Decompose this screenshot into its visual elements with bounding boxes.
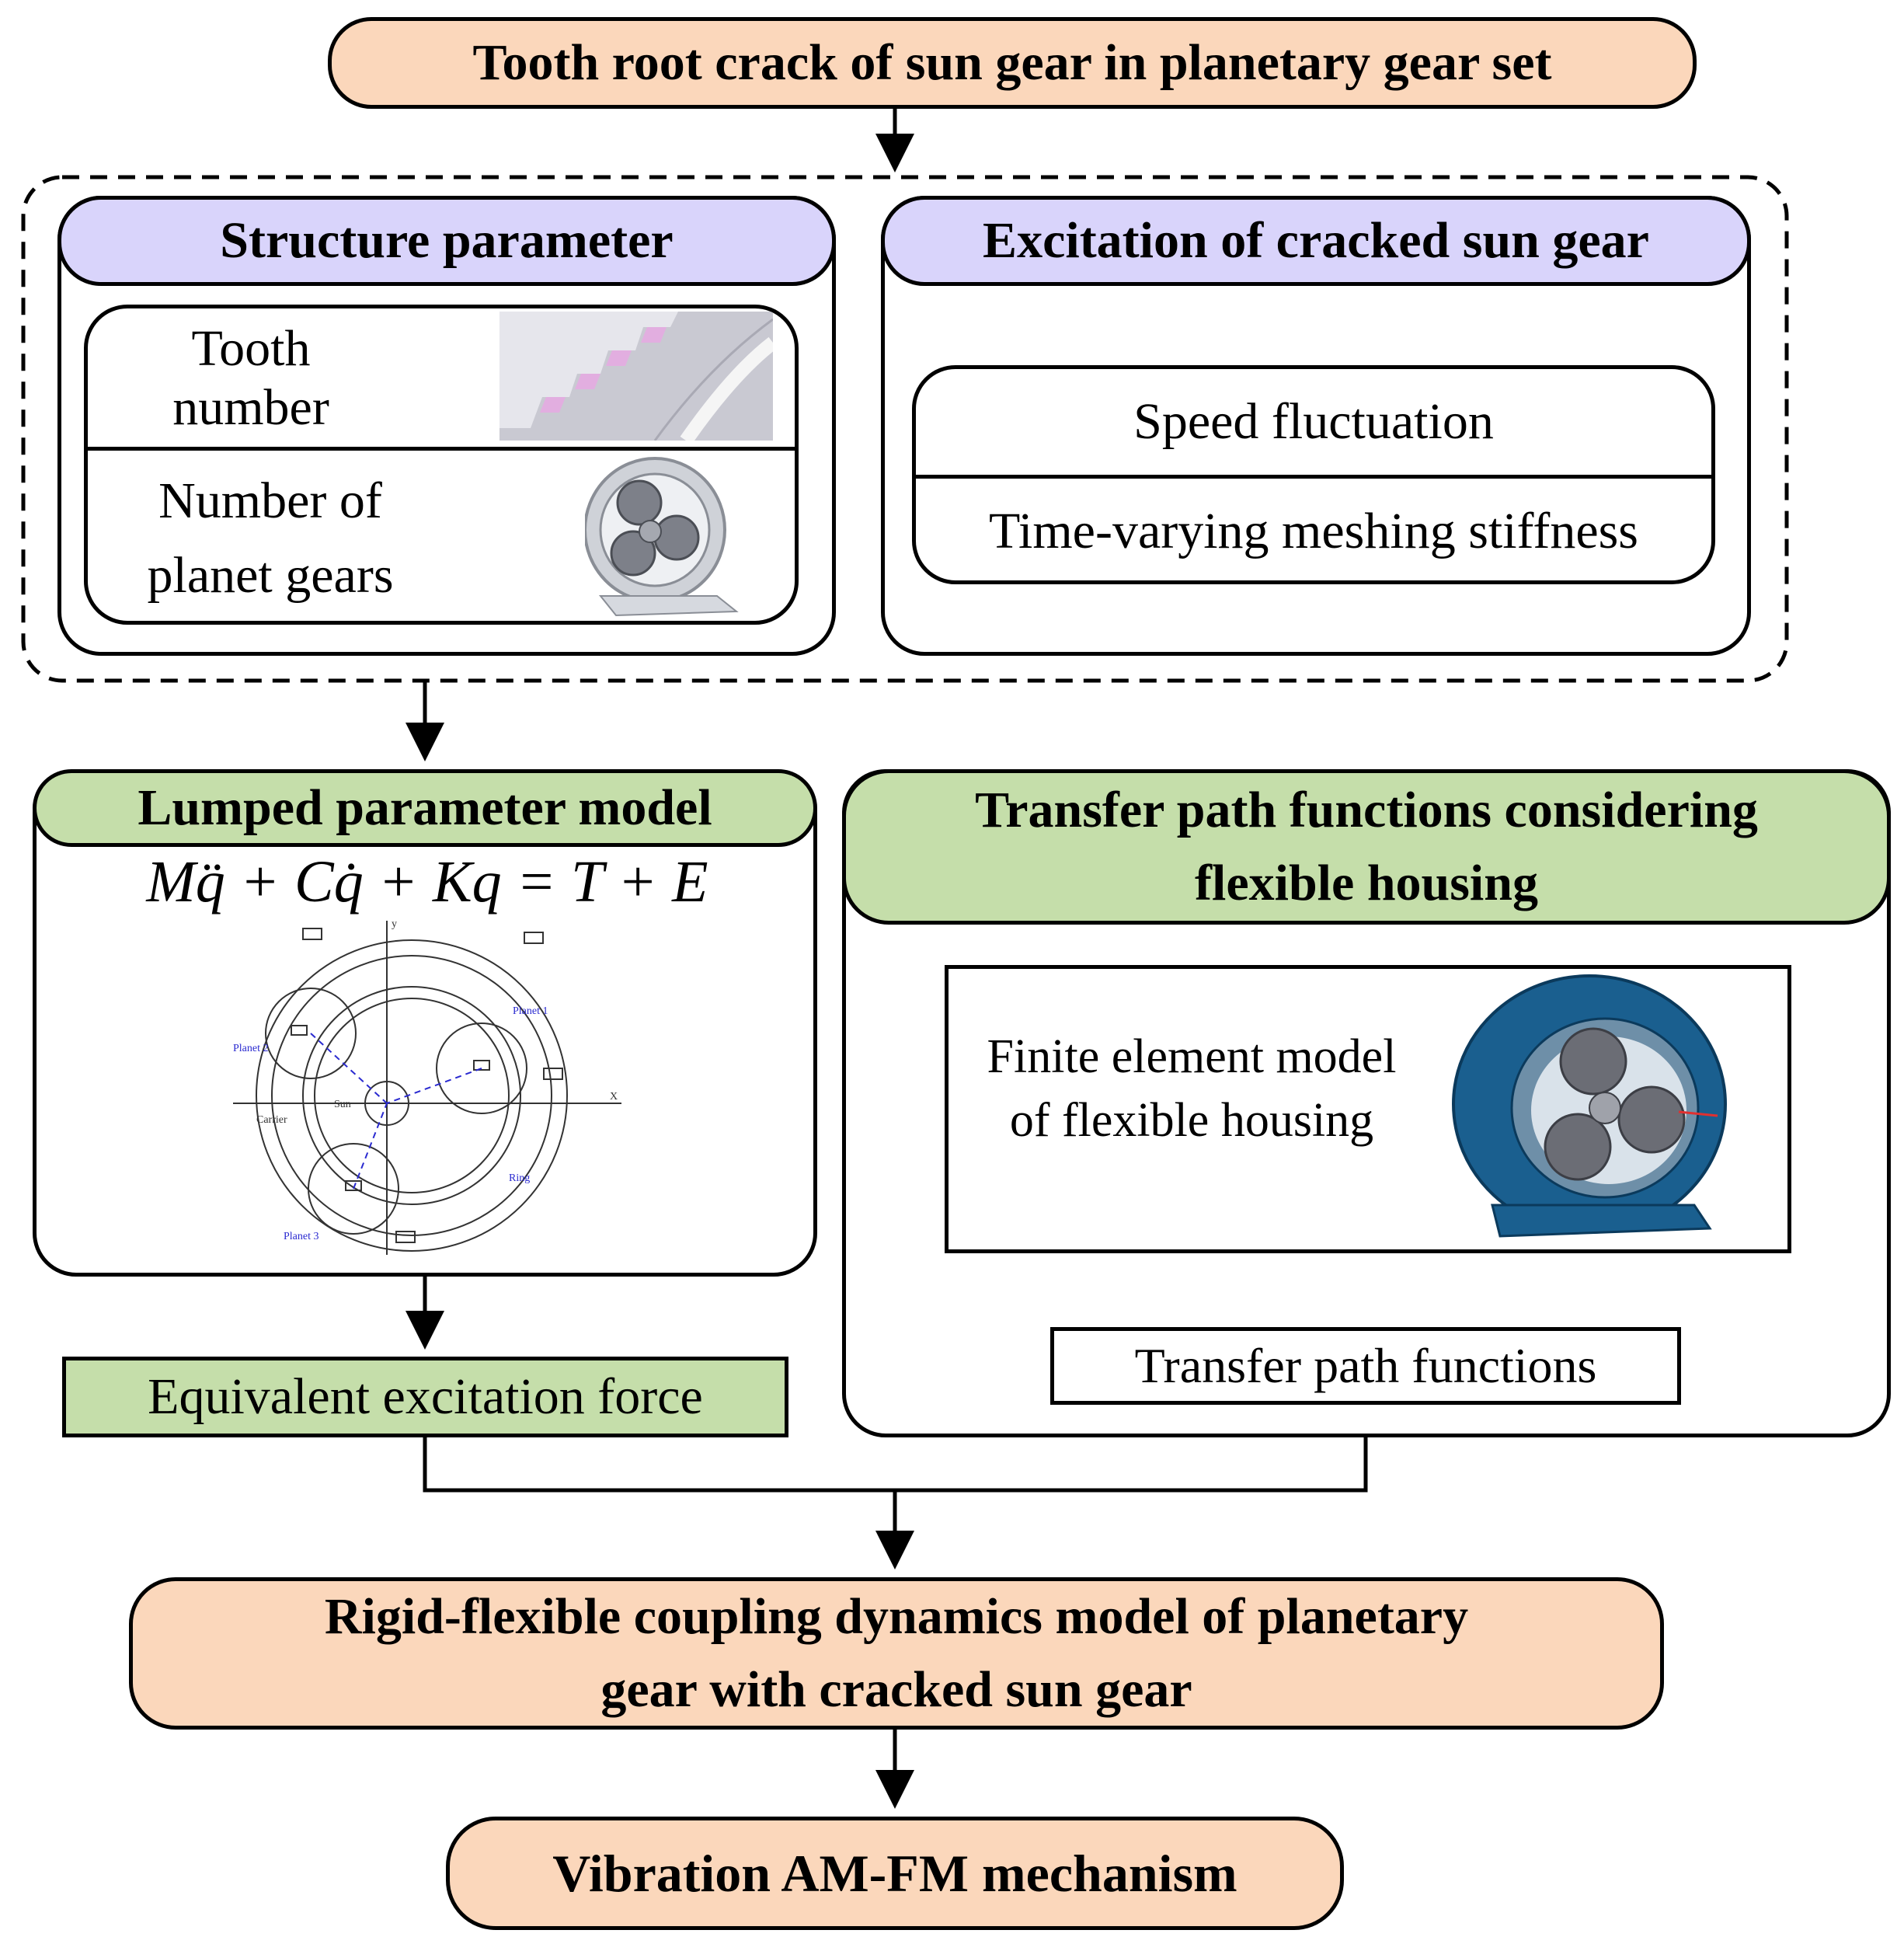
meshing-stiffness-text: Time-varying meshing stiffness [989,503,1638,559]
rigid-flexible-line2: gear with cracked sun gear [600,1661,1192,1718]
planetary-gearset-image [585,457,739,617]
rigid-flexible-line1: Rigid-flexible coupling dynamics model o… [324,1588,1469,1645]
structure-title: Structure parameter [57,196,836,286]
planet-gears-line2: planet gears [147,547,394,604]
tpf-text: Transfer path functions [1134,1338,1597,1393]
lumped-title: Lumped parameter model [33,769,817,847]
lumped-title-text: Lumped parameter model [137,779,712,836]
top-box: Tooth root crack of sun gear in planetar… [328,17,1697,109]
fe-box: Finite element model of flexible housing [945,965,1791,1253]
rigid-flexible-box: Rigid-flexible coupling dynamics model o… [129,1577,1664,1730]
ring-label: Ring [509,1172,530,1184]
y-axis-label: y [392,918,397,930]
dashed-group-border [21,175,1789,683]
top-box-text: Tooth root crack of sun gear in planetar… [472,34,1552,91]
vibration-box: Vibration AM-FM mechanism [446,1817,1344,1930]
planet2-label: Planet 2 [233,1043,269,1054]
structure-inner-box: Tooth number Number of planet gears [84,305,799,625]
planet1-label: Planet 1 [513,1005,548,1017]
planet-gears-line1: Number of [158,472,382,529]
tooth-number-label: Tooth number [119,320,383,436]
tpf-box: Transfer path functions [1050,1327,1681,1405]
transfer-title-line2: flexible housing [1195,855,1538,911]
gear-tooth-image [499,312,773,441]
vibration-text: Vibration AM-FM mechanism [552,1843,1237,1903]
housing-fe-image [1452,974,1727,1238]
excitation-divider [916,475,1711,479]
equivalent-box: Equivalent excitation force [62,1357,788,1437]
transfer-title-line1: Transfer path functions considering [975,782,1758,838]
fe-label: Finite element model of flexible housing [955,1025,1429,1152]
lumped-equation-text: Mq̈ + Cq̇ + Kq = T + E [146,848,708,915]
meshing-stiffness-label: Time-varying meshing stiffness [916,479,1711,580]
excitation-inner-box: Speed fluctuation Time-varying meshing s… [912,365,1715,584]
carrier-label: Carrier [256,1114,287,1126]
fe-label-line1: Finite element model [987,1030,1397,1083]
transfer-title: Transfer path functions considering flex… [842,769,1891,925]
excitation-title: Excitation of cracked sun gear [881,196,1751,286]
excitation-title-text: Excitation of cracked sun gear [983,212,1649,269]
lumped-equation: Mq̈ + Cq̇ + Kq = T + E [93,843,761,921]
structure-title-text: Structure parameter [220,212,674,269]
speed-fluctuation-label: Speed fluctuation [916,369,1711,475]
tooth-number-text: Tooth number [172,320,329,436]
structure-divider [88,447,795,451]
x-axis-label: X [610,1091,618,1103]
structure-item2-label: Number of planet gears [119,464,422,619]
planet3-label: Planet 3 [284,1231,319,1242]
sun-label: Sun [334,1099,351,1110]
lumped-schematic: Planet 1 Planet 2 Planet 3 Ring Sun Carr… [233,918,621,1255]
equivalent-text: Equivalent excitation force [148,1368,703,1425]
fe-label-line2: of flexible housing [1009,1094,1374,1147]
speed-fluctuation-text: Speed fluctuation [1133,393,1494,450]
